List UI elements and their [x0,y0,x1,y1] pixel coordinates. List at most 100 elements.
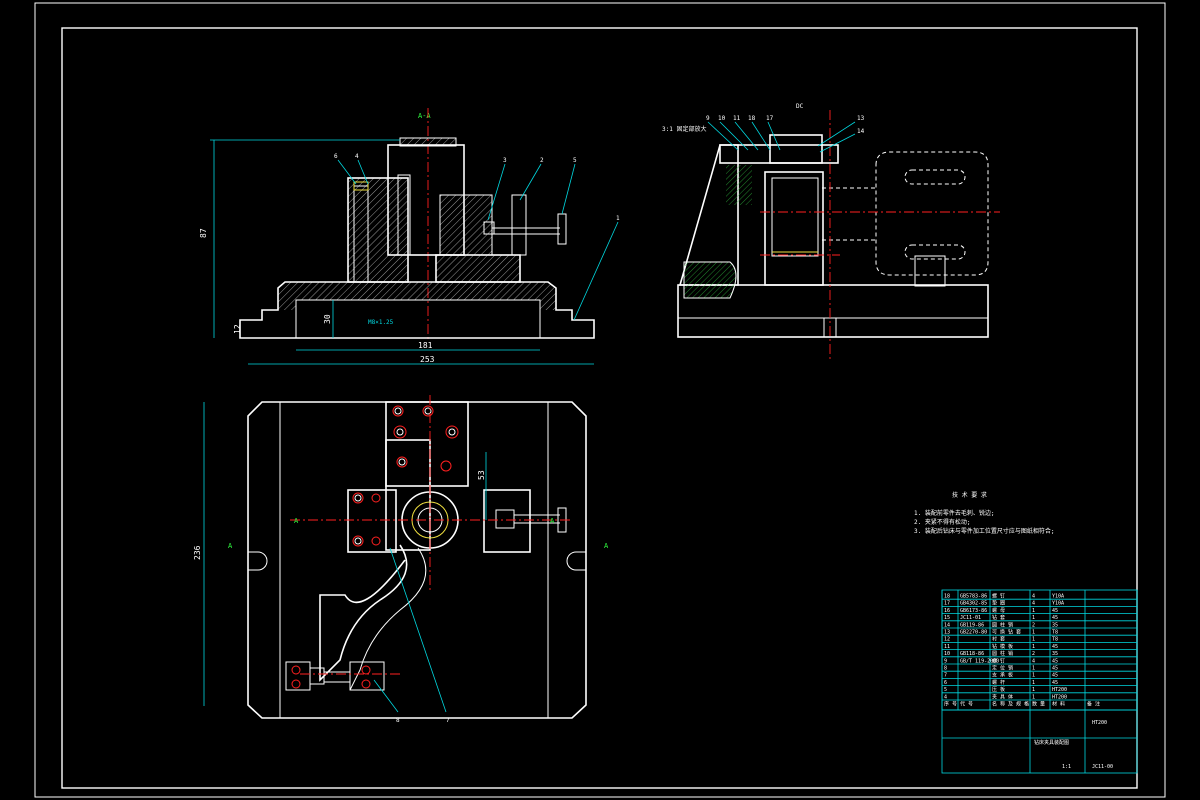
parts-cell: 压 板 [992,686,1005,693]
svg-text:HT200: HT200 [1092,720,1107,726]
svg-text:14: 14 [857,128,865,135]
outer-frame [34,2,1166,798]
parts-cell: 1 [1032,666,1035,672]
parts-cell: GB2270-80 [960,630,987,636]
parts-cell: 7 [944,673,947,679]
svg-text:A: A [294,517,299,525]
svg-text:A: A [604,542,609,550]
parts-header-cell: 名 称 及 规 格 [992,701,1029,708]
parts-cell: HT200 [1052,694,1067,700]
parts-cell: GB/T 119-2000 [960,658,999,664]
parts-cell: T8 [1052,637,1058,643]
parts-cell: 2 [1032,622,1035,628]
parts-header-cell: 序 号 [944,701,957,708]
parts-cell: 4 [1032,601,1035,607]
side-view: DC 3:1 固定部放大 9 [662,103,1000,360]
svg-text:7: 7 [446,717,450,724]
parts-cell: 35 [1052,622,1058,628]
parts-cell: 夹 具 体 [992,693,1013,700]
svg-text:1:1: 1:1 [1062,764,1071,770]
section-view: A-A 87 253 181 30 12 [199,108,620,365]
parts-cell: 可 换 钻 套 [992,629,1021,636]
parts-cell: GB5783-86 [960,594,987,600]
parts-cell: 圆 柱 销 [992,650,1013,657]
parts-cell: 螺 钉 [992,657,1005,664]
svg-text:12: 12 [233,324,242,334]
parts-cell: 垫 圈 [992,600,1005,607]
parts-cell: 1 [1032,687,1035,693]
parts-header-cell: 数 量 [1032,701,1045,708]
parts-cell: 12 [944,637,950,643]
parts-cell: 4 [1032,658,1035,664]
parts-cell: 4 [1032,594,1035,600]
parts-cell: 钻 模 板 [992,643,1013,650]
parts-cell: Y10A [1052,594,1064,600]
parts-cell: 1 [1032,673,1035,679]
svg-text:2: 2 [540,157,544,164]
parts-cell: 1 [1032,615,1035,621]
parts-cell: 45 [1052,615,1058,621]
parts-cell: JC11-01 [960,615,981,621]
parts-cell: T8 [1052,630,1058,636]
parts-cell: 18 [944,594,950,600]
svg-text:M8×1.25: M8×1.25 [368,319,394,326]
svg-text:JC11-00: JC11-00 [1092,764,1113,770]
svg-text:6: 6 [334,153,338,160]
parts-cell: 15 [944,615,950,621]
parts-cell: 17 [944,601,950,607]
dim-53: 53 [477,470,486,480]
svg-text:30: 30 [323,314,332,324]
parts-cell: 4 [944,694,947,700]
parts-cell: 9 [944,658,947,664]
dim-181: 181 [418,341,433,350]
parts-cell: 45 [1052,644,1058,650]
parts-cell: 1 [1032,644,1035,650]
svg-text:1: 1 [616,215,620,222]
parts-cell: 1 [1032,608,1035,614]
svg-text:9: 9 [706,115,710,122]
parts-cell: GB119-86 [960,622,984,628]
svg-text:8: 8 [396,717,400,724]
parts-cell: 45 [1052,658,1058,664]
parts-cell: 支 承 板 [992,672,1013,679]
section-title: A-A [418,112,431,120]
svg-text:17: 17 [766,115,774,122]
inner-frame [61,27,1138,789]
parts-header-cell: 代 号 [960,701,973,708]
svg-text:3. 装配后钻床与零件加工位置尺寸应与图纸相符合;: 3. 装配后钻床与零件加工位置尺寸应与图纸相符合; [914,527,1054,535]
parts-cell: 钻 套 [992,614,1005,621]
parts-cell: 8 [944,666,947,672]
svg-text:A: A [228,542,233,550]
parts-cell: GB6173-86 [960,608,987,614]
svg-text:3: 3 [503,157,507,164]
svg-text:A: A [550,517,555,525]
technical-requirements: 技 术 要 求 1. 装配前零件去毛刺、锐边; 2. 夹紧不得有松动; 3. 装… [914,491,1054,535]
parts-cell: 45 [1052,608,1058,614]
svg-text:10: 10 [718,115,726,122]
parts-cell: 1 [1032,630,1035,636]
svg-text:18: 18 [748,115,756,122]
parts-cell: 45 [1052,673,1058,679]
parts-cell: 13 [944,630,950,636]
svg-text:13: 13 [857,115,865,122]
svg-text:4: 4 [355,153,359,160]
parts-cell: 2 [1032,651,1035,657]
plan-view: 236 53 A A A A 8 7 [193,395,609,724]
parts-cell: 衬 套 [992,636,1005,643]
parts-cell: 1 [1032,637,1035,643]
svg-text:2. 夹紧不得有松动;: 2. 夹紧不得有松动; [914,518,970,526]
parts-cell: 16 [944,608,950,614]
parts-cell: GB4302-85 [960,601,987,607]
parts-cell: 1 [1032,694,1035,700]
parts-header-cell: 材 料 [1052,701,1065,708]
bolt-holes [291,405,459,689]
svg-text:技 术 要 求: 技 术 要 求 [952,491,987,499]
parts-cell: 45 [1052,680,1058,686]
svg-text:5: 5 [573,157,577,164]
svg-text:11: 11 [733,115,741,122]
parts-cell: 定 位 销 [992,665,1013,672]
parts-cell: 6 [944,680,947,686]
parts-cell: 35 [1052,651,1058,657]
svg-text:DC: DC [796,103,804,110]
